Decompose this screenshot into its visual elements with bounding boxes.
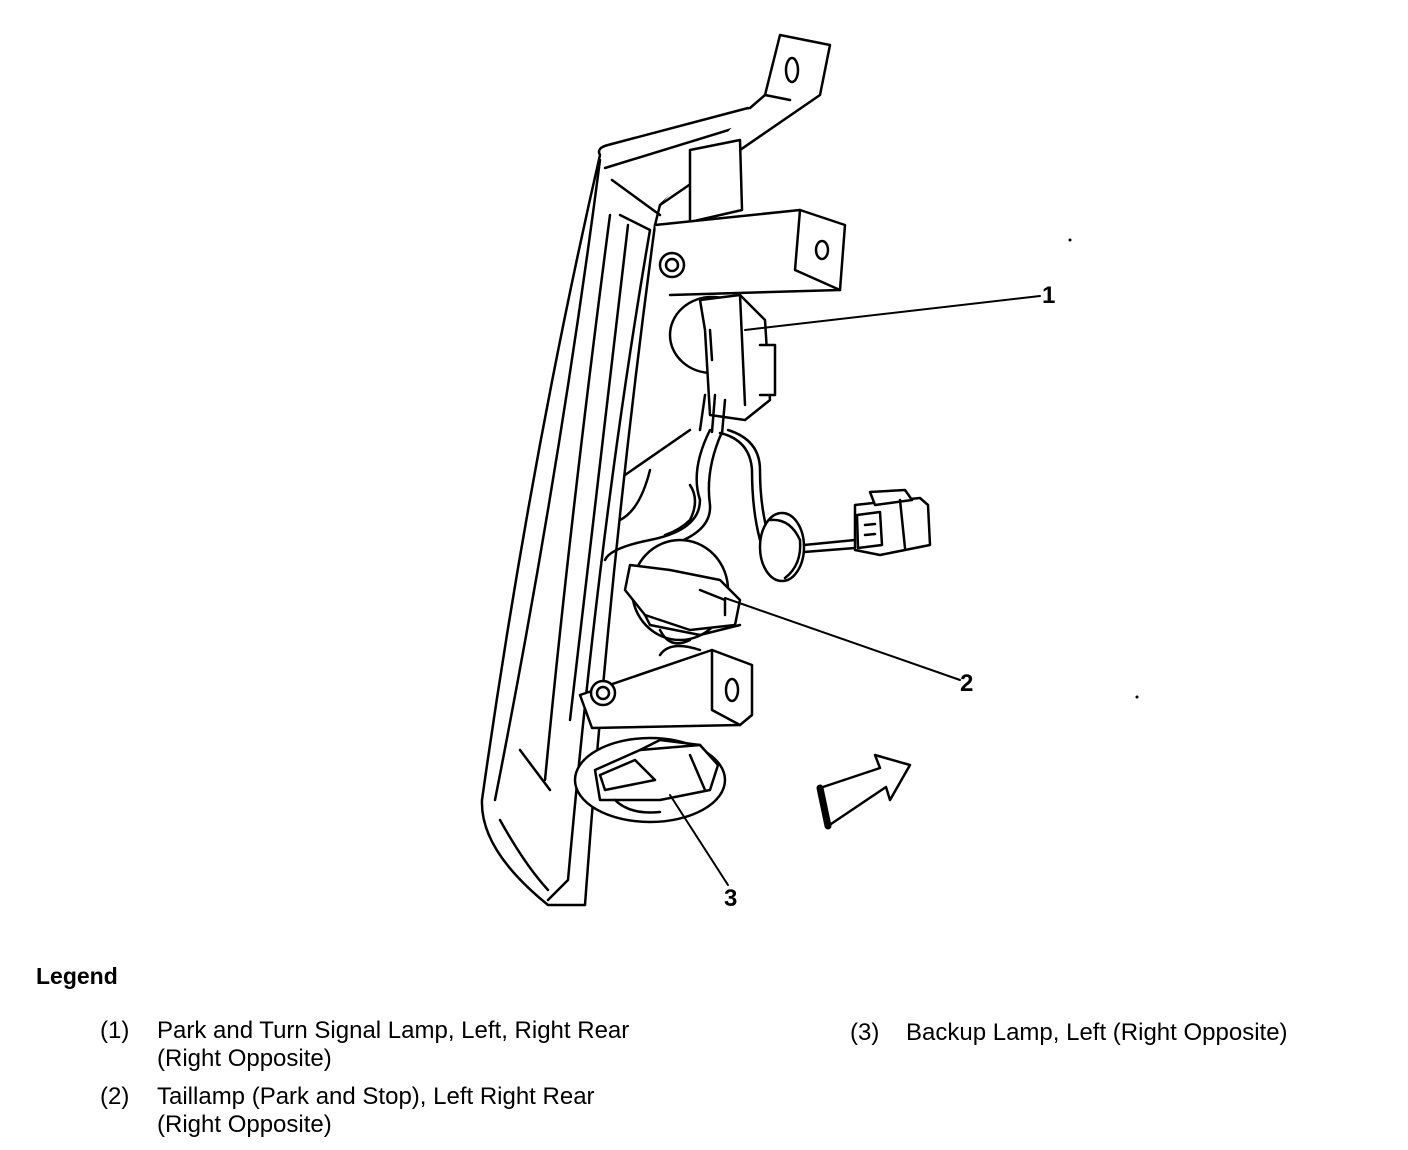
lower-tab [578, 644, 754, 730]
callout-number-1: 1 [1042, 282, 1056, 309]
legend-item-number: (1) [100, 1017, 130, 1044]
leader-line-3 [669, 794, 729, 886]
legend-item-number: (3) [850, 1019, 880, 1046]
legend-item-text-line1: Backup Lamp, Left (Right Opposite) [906, 1019, 1288, 1046]
legend-item-1: (1) Park and Turn Signal Lamp, Left, Rig… [100, 1017, 780, 1077]
park-turn-signal-socket [668, 293, 777, 436]
upper-tab [653, 208, 847, 297]
callout-number-3: 3 [724, 885, 738, 912]
legend-title: Legend [36, 963, 118, 989]
legend-item-text-line2: (Right Opposite) [157, 1111, 332, 1138]
leader-lines [669, 295, 1041, 886]
leader-line-2 [724, 597, 961, 681]
legend-item-3: (3) Backup Lamp, Left (Right Opposite) [850, 1019, 1390, 1049]
legend-item-number: (2) [100, 1083, 130, 1110]
upper-mounting-bracket [658, 33, 832, 224]
direction-arrow [816, 753, 912, 830]
taillamp-socket [623, 538, 742, 645]
backup-lamp-socket [573, 736, 727, 824]
legend-item-text-line2: (Right Opposite) [157, 1045, 332, 1072]
legend-item-2: (2) Taillamp (Park and Stop), Left Right… [100, 1083, 780, 1143]
harness-grommet [758, 511, 857, 583]
legend-item-text-line1: Taillamp (Park and Stop), Left Right Rea… [157, 1083, 595, 1110]
callout-number-2: 2 [960, 670, 974, 697]
taillamp-assembly-diagram [480, 33, 1139, 907]
leader-line-1 [744, 295, 1041, 331]
legend-item-text-line1: Park and Turn Signal Lamp, Left, Right R… [157, 1017, 630, 1044]
electrical-connector [853, 488, 932, 557]
